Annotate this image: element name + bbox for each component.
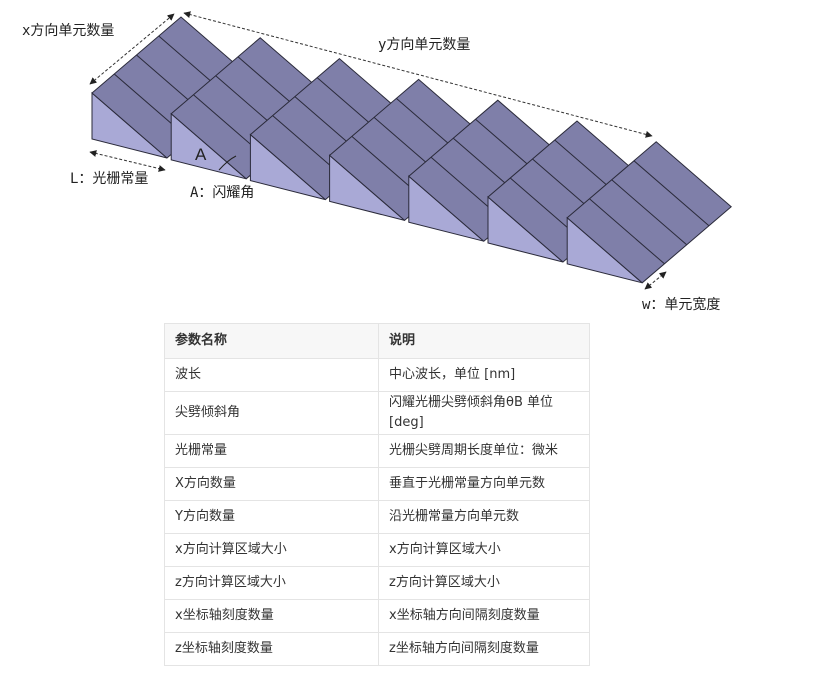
unit-width-label: w：单元宽度 <box>642 297 721 313</box>
param-description: 垂直于光栅常量方向单元数 <box>378 467 590 501</box>
table-row: 光栅常量光栅尖劈周期长度单位：微米 <box>164 434 590 468</box>
x-count-label: x方向单元数量 <box>22 23 115 39</box>
x-count-arrow <box>89 13 175 85</box>
param-description: 闪耀光栅尖劈倾斜角θB 单位 [deg] <box>378 391 590 435</box>
param-description: x坐标轴方向间隔刻度数量 <box>378 599 590 633</box>
parameter-table: 参数名称 说明 波长中心波长，单位 [nm] 尖劈倾斜角闪耀光栅尖劈倾斜角θB … <box>164 323 590 666</box>
param-description: z坐标轴方向间隔刻度数量 <box>378 632 590 666</box>
table-row: Y方向数量沿光栅常量方向单元数 <box>164 500 590 534</box>
blaze-angle-arc <box>218 155 237 171</box>
grating-constant-arrow <box>89 150 166 172</box>
param-name: z方向计算区域大小 <box>164 566 379 600</box>
table-row: 尖劈倾斜角闪耀光栅尖劈倾斜角θB 单位 [deg] <box>164 391 590 435</box>
unit-width-arrow <box>644 271 667 290</box>
y-count-arrow <box>183 11 653 138</box>
grating-diagram: x方向单元数量 y方向单元数量 L：光栅常量 A A：闪耀角 w：单元宽度 <box>0 0 814 320</box>
facet-division-line <box>589 198 665 265</box>
table-header-row: 参数名称 说明 <box>164 323 590 359</box>
table-row: 波长中心波长，单位 [nm] <box>164 358 590 392</box>
param-description: 中心波长，单位 [nm] <box>378 358 590 392</box>
param-name: 波长 <box>164 358 379 392</box>
table-row: X方向数量垂直于光栅常量方向单元数 <box>164 467 590 501</box>
param-name: 光栅常量 <box>164 434 379 468</box>
blaze-angle-label: A：闪耀角 <box>190 185 255 201</box>
param-description: 光栅尖劈周期长度单位：微米 <box>378 434 590 468</box>
header-description: 说明 <box>378 323 590 359</box>
y-count-label: y方向单元数量 <box>378 37 471 53</box>
header-param-name: 参数名称 <box>164 323 379 359</box>
blazed-grating-drawing <box>89 11 732 290</box>
param-name: x方向计算区域大小 <box>164 533 379 567</box>
param-description: x方向计算区域大小 <box>378 533 590 567</box>
param-name: z坐标轴刻度数量 <box>164 632 379 666</box>
param-name: 尖劈倾斜角 <box>164 391 379 435</box>
facet-division-line <box>633 160 710 227</box>
param-name: X方向数量 <box>164 467 379 501</box>
param-description: 沿光栅常量方向单元数 <box>378 500 590 534</box>
param-name: Y方向数量 <box>164 500 379 534</box>
param-name: x坐标轴刻度数量 <box>164 599 379 633</box>
angle-symbol: A <box>195 145 207 164</box>
facet-division-line <box>611 179 688 246</box>
param-description: z方向计算区域大小 <box>378 566 590 600</box>
grating-constant-label: L：光栅常量 <box>70 171 149 187</box>
